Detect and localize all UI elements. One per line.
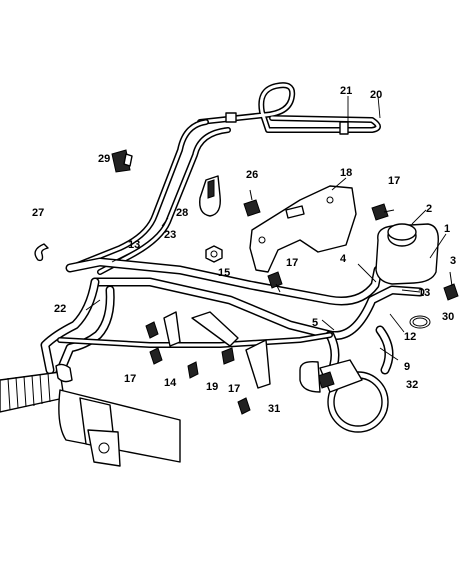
- bolt-14: [187, 361, 199, 379]
- clip-29: [111, 149, 133, 173]
- callout-labels: 1 2 3 4 5 9 12 13 13 14 15 17 17 17 17 1…: [32, 85, 456, 415]
- bolt-19: [221, 347, 235, 365]
- callout-17-low: 17: [124, 373, 136, 385]
- callout-21: 21: [340, 85, 352, 97]
- callout-13-left: 13: [128, 239, 140, 251]
- callout-4: 4: [340, 253, 347, 265]
- bolt-17-top: [371, 203, 395, 221]
- oil-cooler-loop: [197, 82, 381, 135]
- bolt-31: [237, 397, 251, 415]
- callout-14: 14: [164, 377, 177, 389]
- callout-26: 26: [246, 169, 258, 181]
- callout-19: 19: [206, 381, 218, 393]
- callout-9: 9: [404, 361, 410, 373]
- callout-1: 1: [444, 223, 450, 235]
- callout-13-right: 13: [418, 287, 430, 299]
- callout-32: 32: [406, 379, 418, 391]
- callout-28: 28: [176, 207, 188, 219]
- callout-29: 29: [98, 153, 110, 165]
- small-brackets: [163, 311, 271, 389]
- bolts: [145, 189, 459, 415]
- callout-12: 12: [404, 331, 416, 343]
- callout-17-bottom: 17: [228, 383, 240, 395]
- steering-gear: [0, 363, 181, 467]
- bolt-17-mid: [267, 271, 283, 293]
- pressure-hoses: [65, 257, 425, 380]
- gear-hoses: [40, 277, 333, 377]
- return-tube: [67, 119, 231, 275]
- callout-5: 5: [312, 317, 318, 329]
- callout-17-mid: 17: [286, 257, 298, 269]
- callout-22: 22: [54, 303, 66, 315]
- callout-15: 15: [218, 267, 230, 279]
- nut-15: [205, 245, 223, 263]
- bolt-26: [243, 189, 261, 217]
- callout-18: 18: [340, 167, 352, 179]
- callout-31: 31: [268, 403, 280, 415]
- bolt-small: [145, 321, 159, 339]
- ring-27: [34, 243, 49, 262]
- callout-2: 2: [426, 203, 432, 215]
- bracket-18: [249, 185, 357, 273]
- callout-3: 3: [450, 255, 456, 267]
- bolt-3: [443, 271, 459, 301]
- clamp-30: [409, 315, 431, 329]
- callout-17-top: 17: [388, 175, 400, 187]
- pump-pulley: [299, 359, 389, 433]
- callout-27: 27: [32, 207, 44, 219]
- bolt-17-low: [149, 347, 163, 365]
- callout-30: 30: [442, 311, 454, 323]
- callout-23: 23: [164, 229, 176, 241]
- callout-20: 20: [370, 89, 382, 101]
- leader-lines: [85, 95, 447, 361]
- reservoir: [375, 223, 439, 285]
- clip-28: [199, 175, 221, 217]
